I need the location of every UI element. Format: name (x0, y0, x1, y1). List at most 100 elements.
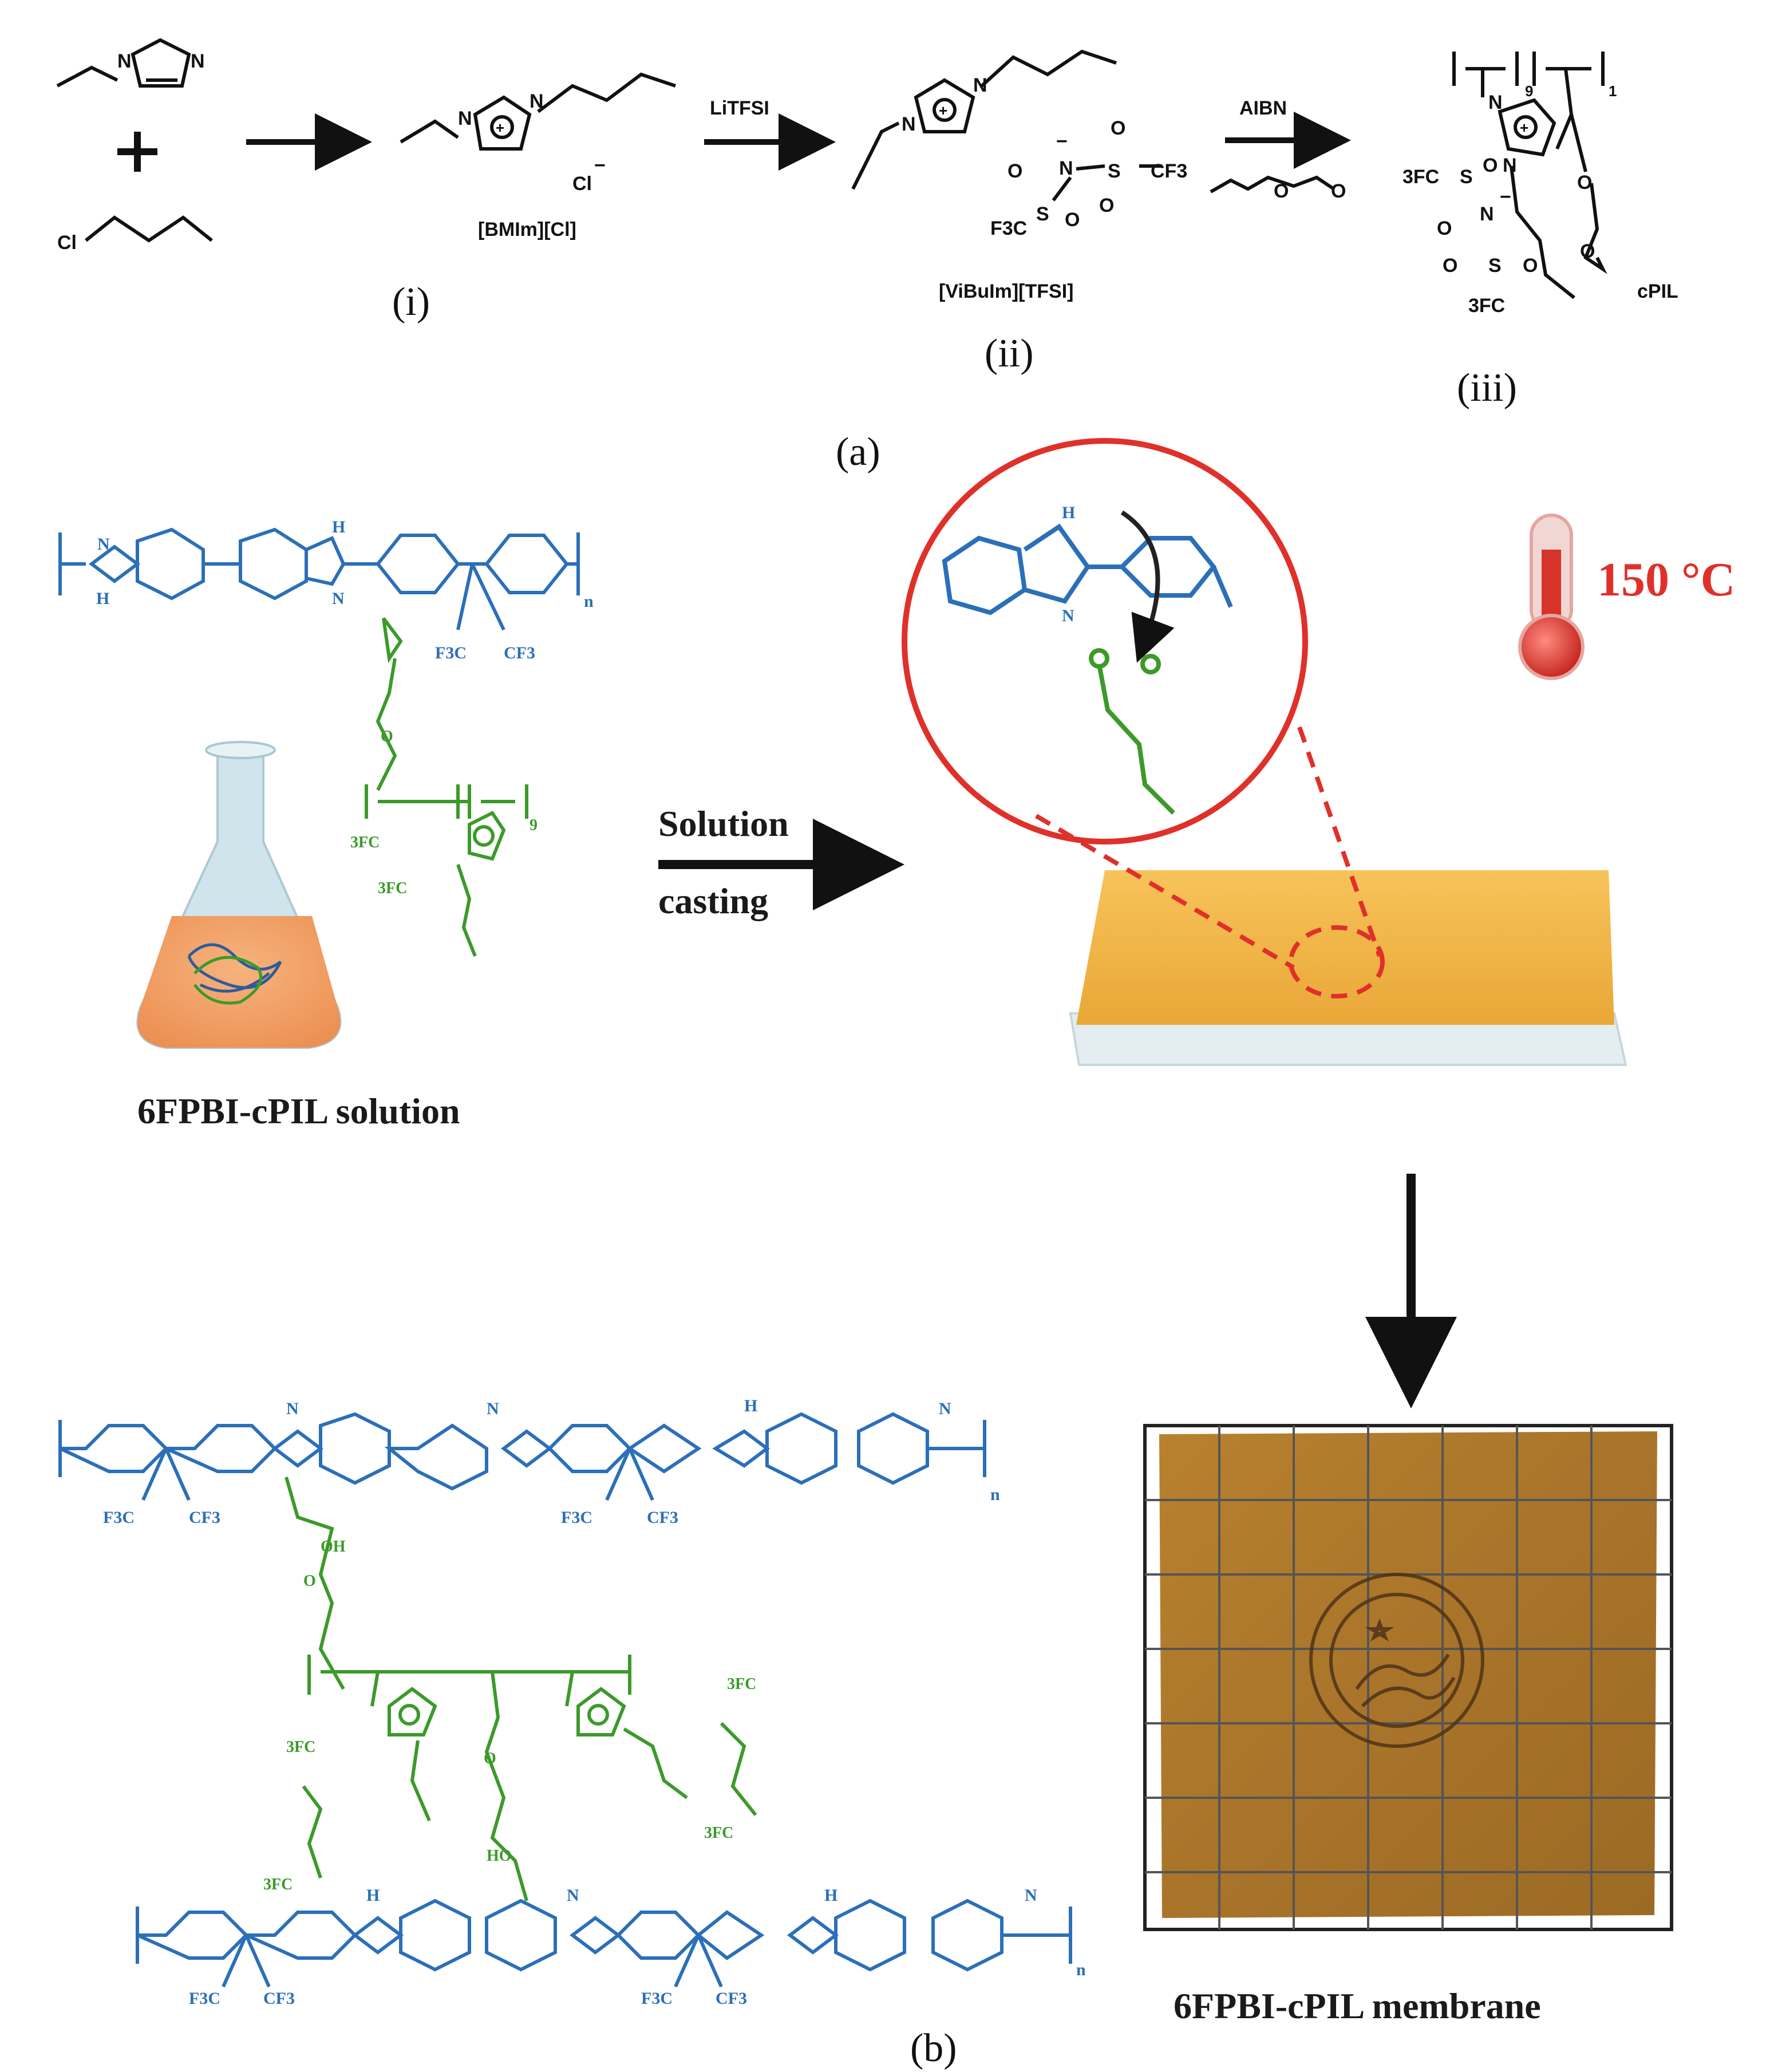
atom-label: 3FC (378, 879, 407, 897)
atom-label: O (484, 1750, 496, 1767)
step-label-i: (i) (392, 280, 430, 324)
atom-label: O (303, 1572, 316, 1590)
atom-label: n (990, 1485, 1000, 1504)
chlorobutane-chain (85, 215, 213, 243)
reagent-label-aibn: AIBN (1239, 97, 1287, 119)
solution-label: 6FPBI-cPIL solution (137, 1091, 460, 1131)
atom-label: H (96, 589, 109, 608)
atom-label: 3FC (727, 1675, 756, 1693)
atom-label: O (1437, 218, 1452, 239)
atom-label: O (1065, 209, 1080, 231)
atom-label: Cl (57, 232, 77, 254)
atom-label: CF3 (1151, 160, 1187, 182)
atom-label: 3FC (286, 1738, 315, 1756)
atom-label: 3FC (263, 1876, 293, 1893)
vibuim-tfsi-structure (851, 49, 1162, 202)
atom-label: N (1488, 92, 1503, 113)
atom-label: OH (321, 1538, 346, 1556)
atom-label: CF3 (189, 1508, 220, 1527)
attack-arrow (1120, 510, 1175, 663)
atom-label: N (458, 108, 472, 129)
atom-label: O (1580, 240, 1595, 262)
atom-label: N (1503, 155, 1517, 176)
charge-plus: + (496, 119, 504, 136)
atom-label: 3FC (350, 834, 380, 851)
atom-label: Cl (572, 173, 592, 195)
atom-label: F3C (990, 218, 1027, 239)
atom-label: N (332, 589, 345, 608)
plus-sign (117, 132, 157, 172)
atom-label: H (824, 1886, 837, 1905)
cpil-pendant-top (365, 617, 528, 957)
subscript-9: 9 (1525, 82, 1533, 100)
atom-label: F3C (561, 1508, 592, 1527)
atom-label: HO (487, 1847, 512, 1865)
atom-label: O (1523, 255, 1538, 277)
step-label-ii: (ii) (985, 331, 1034, 376)
casting-label-line1: Solution (658, 803, 789, 844)
atom-label: S (1460, 166, 1473, 188)
atom-label: N (286, 1399, 299, 1418)
atom-label: O (1443, 255, 1457, 277)
charge-minus: − (1500, 186, 1511, 208)
panel-b-scheme: N H H N F3C CF3 n O 9 3FC 3FC 6FPBI-cPIL… (58, 438, 1735, 2070)
crosslinked-pbi-bottom (136, 1899, 1072, 1988)
atom-label: H (1062, 503, 1075, 522)
atom-label: O (1577, 172, 1592, 194)
flask-icon (136, 741, 342, 1049)
thermometer-icon (1518, 514, 1585, 680)
atom-label: O (1008, 160, 1022, 182)
atom-label: O (1099, 195, 1114, 216)
allyl-glycidyl-ether (1210, 175, 1335, 194)
zoom-epoxide-chain (1089, 648, 1175, 815)
subscript-1: 1 (1609, 82, 1617, 100)
atom-label: O (1331, 180, 1346, 202)
panel-a-label: (a) (836, 430, 880, 474)
subscript-9: 9 (530, 816, 538, 834)
atom-label: CF3 (263, 1989, 295, 2008)
atom-label: H (332, 518, 345, 536)
atom-label: N (567, 1886, 579, 1905)
atom-label: N (97, 535, 110, 554)
crosslinked-pbi-top (58, 1412, 986, 1501)
atom-label: F3C (435, 644, 467, 662)
atom-label: N (902, 113, 916, 135)
atom-label: H (366, 1886, 380, 1905)
atom-label: F3C (189, 1989, 220, 2008)
atom-label: n (1076, 1960, 1086, 1979)
atom-label: O (1111, 117, 1125, 139)
atom-label: O (1274, 180, 1289, 202)
atom-label: 3FC (704, 1824, 733, 1842)
atom-label: N (117, 50, 132, 72)
atom-label: H (744, 1396, 757, 1415)
atom-label: N (973, 74, 987, 96)
membrane-photo (1143, 1424, 1673, 1931)
atom-label: S (1108, 160, 1121, 182)
atom-label: CF3 (647, 1508, 678, 1527)
step-label-iii: (iii) (1457, 366, 1517, 410)
atom-label: S (1488, 255, 1502, 277)
crosslinked-cpil-middle (285, 1477, 757, 1901)
atom-label: N (1480, 203, 1494, 225)
membrane-label: 6FPBI-cPIL membrane (1174, 1986, 1541, 2026)
atom-label: N (487, 1399, 499, 1418)
atom-label: 3FC (1402, 166, 1439, 188)
reagent-label-litfsi: LiTFSI (710, 97, 769, 119)
casting-label-line2: casting (658, 881, 768, 921)
charge-plus: + (939, 102, 947, 119)
charge-plus: + (1520, 119, 1528, 136)
vinylimidazole-structure (56, 38, 191, 88)
zoom-indicator (1034, 726, 1385, 998)
panel-b-label: (b) (910, 2026, 957, 2070)
atom-label: N (939, 1399, 951, 1418)
atom-label: N (1025, 1886, 1037, 1905)
product-label-cpil: cPIL (1637, 281, 1678, 302)
atom-label: CF3 (504, 644, 535, 662)
pbi-chain-top-left (58, 527, 580, 631)
temperature-label: 150 °C (1597, 553, 1735, 606)
charge-minus: − (594, 155, 606, 176)
atom-label: F3C (103, 1508, 135, 1527)
atom-label: 3FC (1468, 295, 1505, 317)
atom-label: N (1062, 606, 1074, 625)
